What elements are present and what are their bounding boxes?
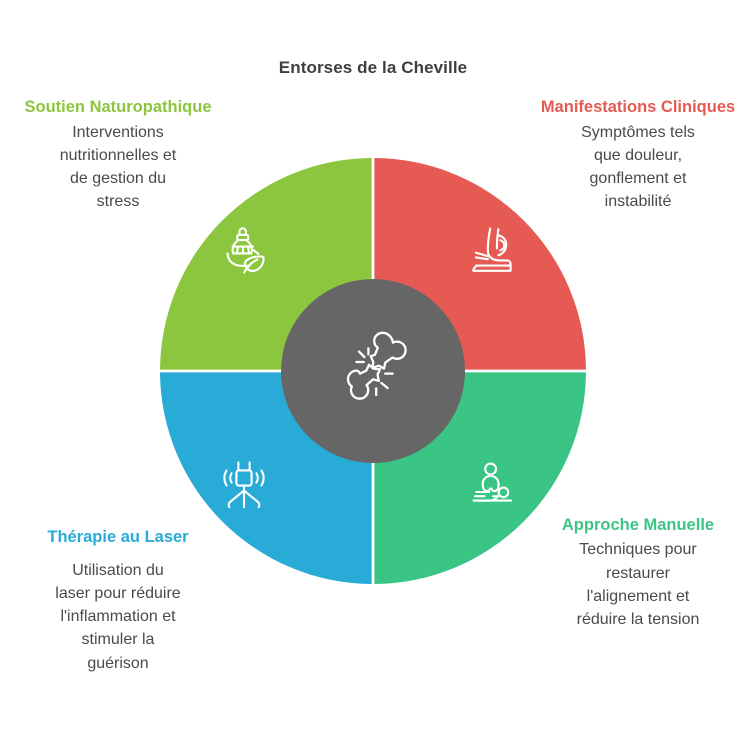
callout-naturopathy-title: Soutien Naturopathique (24, 98, 212, 116)
callout-clinical-body: Symptômes tels que douleur, gonflement e… (538, 121, 738, 214)
segment-naturopathy[interactable] (160, 158, 372, 370)
callout-line: Interventions (72, 123, 164, 141)
callout-line: que douleur, (593, 147, 683, 165)
page-title: Entorses de la Cheville (278, 58, 468, 78)
callout-laser-title: Thérapie au Laser (47, 528, 189, 546)
callout-manual: Approche Manuelle Techniques pour restau… (538, 514, 738, 631)
callout-clinical: Manifestations Cliniques Symptômes tels … (538, 96, 738, 214)
segment-clinical[interactable] (374, 158, 586, 370)
callout-naturopathy-body: Interventions nutritionnelles et de gest… (18, 121, 218, 214)
callout-line: Symptômes tels (581, 123, 695, 141)
callout-manual-body: Techniques pour restaurer l'alignement e… (538, 538, 738, 631)
callout-line: restaurer (605, 564, 671, 582)
callout-clinical-title: Manifestations Cliniques (540, 98, 736, 116)
center-hub (281, 279, 465, 463)
callout-line: l'inflammation et (60, 608, 176, 626)
callout-line: l'alignement et (586, 587, 690, 605)
callout-line: gonflement et (589, 170, 687, 188)
callout-laser-body: Utilisation du laser pour réduire l'infl… (18, 559, 218, 675)
callout-line: Utilisation du (72, 561, 164, 579)
cycle-diagram (160, 158, 586, 584)
callout-naturopathy: Soutien Naturopathique Interventions nut… (18, 96, 218, 214)
callout-line: de gestion du (69, 170, 167, 188)
segment-manual[interactable] (374, 372, 586, 584)
callout-laser: Thérapie au Laser Utilisation du laser p… (18, 526, 218, 675)
callout-manual-title: Approche Manuelle (561, 516, 715, 534)
callout-line: guérison (87, 654, 149, 672)
segment-laser[interactable] (160, 372, 372, 584)
callout-line: nutritionnelles et (59, 147, 177, 165)
callout-line: laser pour réduire (55, 585, 181, 603)
callout-line: réduire la tension (576, 610, 700, 628)
callout-line: Techniques pour (579, 541, 697, 559)
callout-line: instabilité (604, 193, 672, 211)
callout-line: stimuler la (81, 631, 155, 649)
callout-line: stress (96, 193, 140, 211)
